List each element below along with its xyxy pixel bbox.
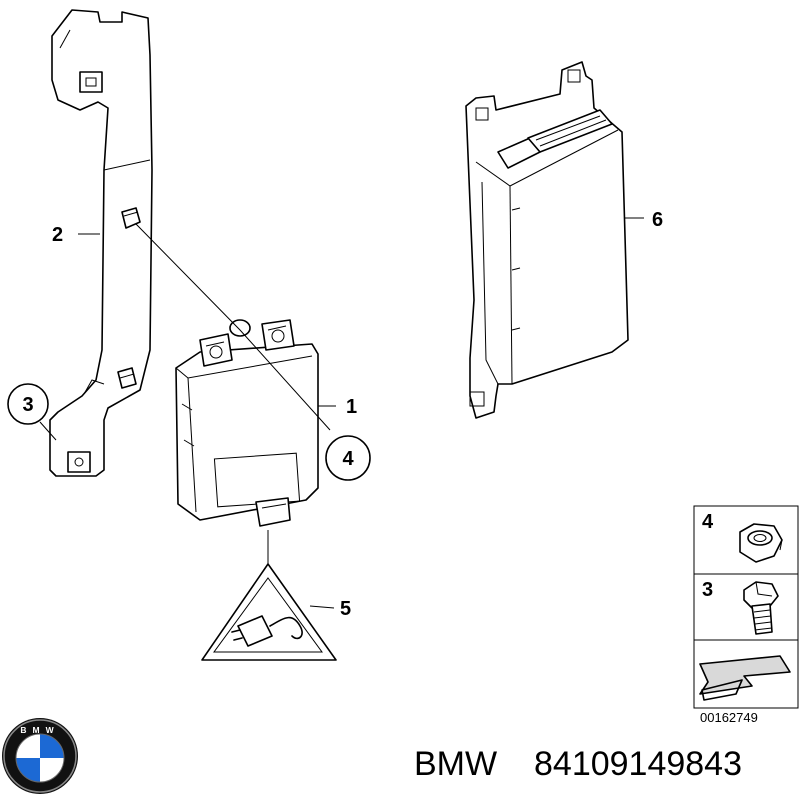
footer-brand: BMW	[414, 745, 497, 783]
module-part-6[interactable]	[465, 61, 629, 419]
hex-bolt-icon	[743, 581, 779, 635]
footer-part-number: 84109149843	[534, 745, 742, 783]
legend-item-4-label: 4	[702, 511, 714, 533]
callout-6[interactable]: 6	[652, 209, 663, 231]
logo-letters: BMW	[20, 725, 59, 735]
electrical-plug-warning-icon	[201, 563, 337, 661]
leader-line-5	[309, 605, 335, 609]
bmw-roundel-icon: BMW	[2, 718, 78, 794]
hex-nut-icon	[739, 523, 783, 563]
legend-item-3-label: 3	[702, 579, 713, 601]
callout-4-circle[interactable]	[325, 435, 371, 481]
callout-3-circle[interactable]	[7, 383, 49, 425]
callout-3[interactable]: 3	[22, 394, 33, 416]
control-unit-part-1[interactable]	[175, 319, 319, 527]
callout-5[interactable]: 5	[340, 598, 351, 620]
callout-2[interactable]: 2	[52, 224, 63, 246]
diagram-id: 00162749	[700, 710, 758, 725]
directional-arrow-icon	[699, 655, 791, 701]
legend-item-4[interactable]: 4	[702, 511, 783, 563]
callout-4[interactable]: 4	[342, 448, 354, 470]
leader-line-stud	[135, 223, 331, 431]
leader-line-3	[39, 421, 57, 441]
bracket-part-2[interactable]	[49, 9, 153, 477]
callout-1[interactable]: 1	[346, 396, 357, 418]
legend-box	[693, 505, 799, 709]
legend-item-3[interactable]: 3	[702, 579, 779, 635]
